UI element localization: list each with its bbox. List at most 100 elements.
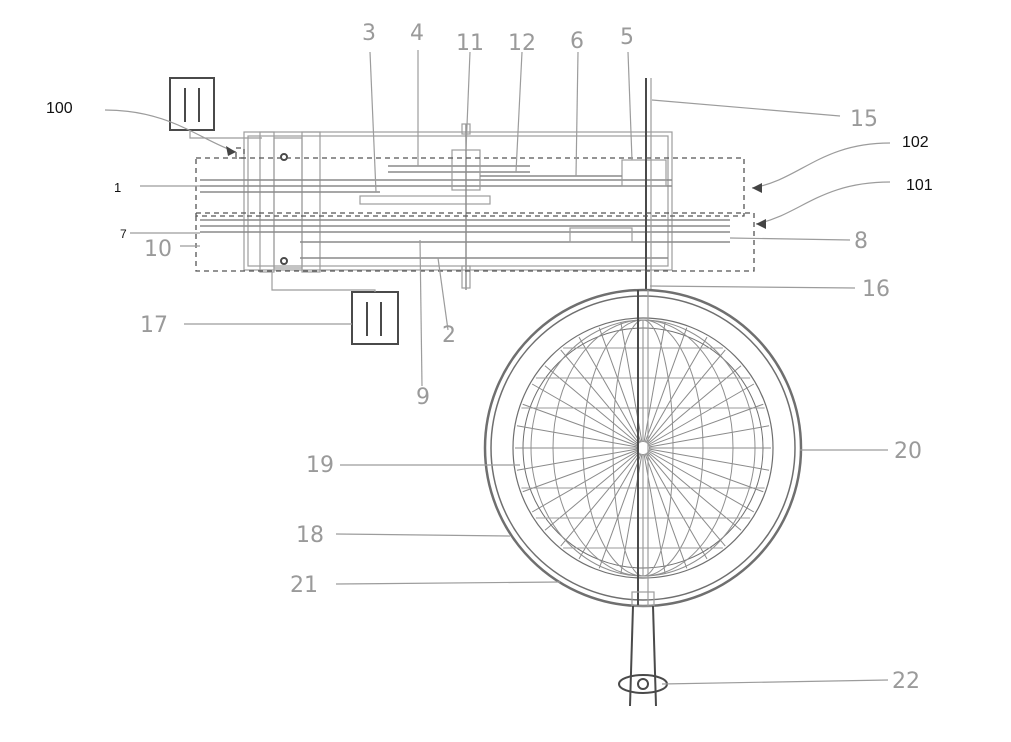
left-support-plate — [301, 131, 321, 273]
wheel-spoke — [648, 449, 764, 493]
wheel-meridian — [530, 319, 756, 577]
wheel-spoke — [522, 449, 638, 493]
label-11: 11 — [456, 31, 484, 56]
bottom-crank-arm — [271, 272, 376, 292]
wheel-spoke — [516, 425, 638, 448]
left-end-plate — [259, 131, 275, 273]
shaft-cap-bottom — [461, 265, 471, 289]
leader-6 — [575, 51, 579, 177]
gear-block-5 — [621, 159, 667, 187]
label-18: 18 — [296, 523, 324, 548]
wheel-rim-inner — [490, 295, 796, 601]
top-pedal — [169, 77, 215, 131]
label-5: 5 — [620, 25, 634, 50]
wheel-spoke — [644, 327, 688, 443]
leader-102 — [751, 142, 891, 189]
wheel-spoke — [643, 321, 666, 443]
label-20: 20 — [894, 439, 922, 464]
bold-labels: 100 102 101 1 7 — [46, 100, 933, 241]
leader-15 — [651, 99, 841, 117]
wheel-spokes — [515, 319, 771, 577]
leader-3 — [369, 51, 377, 193]
arrow-102 — [752, 183, 762, 193]
label-17: 17 — [140, 313, 168, 338]
wheel-spoke — [578, 336, 641, 444]
label-3: 3 — [362, 21, 376, 46]
bottom-pedal — [351, 291, 399, 345]
leader-12 — [515, 51, 523, 173]
wheel-spoke — [516, 448, 638, 471]
label-9: 9 — [416, 385, 430, 410]
wheel-spoke — [647, 451, 742, 531]
boundary-box-102 — [195, 157, 745, 217]
housing-frame — [243, 131, 673, 271]
label-19: 19 — [306, 453, 334, 478]
label-8: 8 — [854, 229, 868, 254]
leader-16 — [649, 285, 856, 289]
leader-101 — [755, 181, 891, 225]
wheel-spoke — [643, 453, 666, 575]
wheel-spoke — [646, 452, 726, 547]
wheel-spoke — [646, 349, 726, 444]
label-12: 12 — [508, 31, 536, 56]
wheel-spoke — [560, 452, 640, 547]
valve-center — [637, 678, 649, 690]
wheel-spoke — [560, 349, 640, 444]
wheel-spoke — [522, 403, 638, 447]
label-22: 22 — [892, 669, 920, 694]
arrow-101 — [756, 219, 766, 229]
wheel-assembly — [483, 288, 803, 707]
leader-18 — [335, 533, 511, 537]
label-101: 101 — [906, 177, 933, 194]
wheel-spoke — [644, 453, 688, 569]
wheel-spoke — [645, 336, 708, 444]
leader-2 — [437, 257, 449, 331]
label-15: 15 — [850, 107, 878, 132]
label-100: 100 — [46, 100, 73, 117]
housing-assembly — [169, 77, 755, 345]
bearing-point-bottom — [280, 257, 288, 265]
label-10: 10 — [144, 237, 172, 262]
label-7: 7 — [120, 227, 127, 241]
wheel-spoke — [648, 448, 770, 471]
label-16: 16 — [862, 277, 890, 302]
label-2: 2 — [442, 323, 456, 348]
rod-3 — [359, 195, 491, 205]
boundary-marker-100 — [235, 147, 245, 159]
leader-8 — [729, 237, 851, 241]
shaft-cap-top — [461, 123, 471, 135]
leader-21 — [335, 581, 561, 585]
valve — [618, 674, 668, 694]
bottom-coupling — [631, 591, 655, 607]
wheel-spoke — [598, 327, 642, 443]
housing-inner-frame — [247, 135, 669, 267]
wheel-spoke — [648, 403, 764, 447]
wheel-spoke — [578, 452, 641, 560]
lower-shaft-group — [200, 219, 730, 259]
label-1: 1 — [114, 180, 121, 195]
rod-block-8 — [569, 227, 633, 243]
label-21: 21 — [290, 573, 318, 598]
wheel-spoke — [647, 365, 742, 445]
wheel-spoke — [544, 365, 639, 445]
wheel-basket — [512, 317, 774, 579]
hand-labels: 3 4 11 12 6 5 15 10 8 16 17 2 9 19 20 18… — [140, 21, 922, 694]
leader-5 — [627, 51, 633, 161]
leader-9 — [419, 239, 423, 387]
wheel-spoke — [648, 425, 770, 448]
label-102: 102 — [902, 134, 929, 151]
label-4: 4 — [410, 21, 424, 46]
leader-11 — [465, 51, 471, 151]
label-6: 6 — [570, 29, 584, 54]
bottom-shaft-left — [629, 605, 634, 707]
leader-22 — [661, 679, 889, 685]
wheel-spoke — [598, 453, 642, 569]
wheel-spoke — [645, 452, 708, 560]
wheel-spoke — [544, 451, 639, 531]
arrow-100 — [226, 146, 236, 156]
bottom-shaft-right — [652, 605, 657, 707]
boundary-box-101 — [195, 212, 755, 272]
bearing-point-top — [280, 153, 288, 161]
